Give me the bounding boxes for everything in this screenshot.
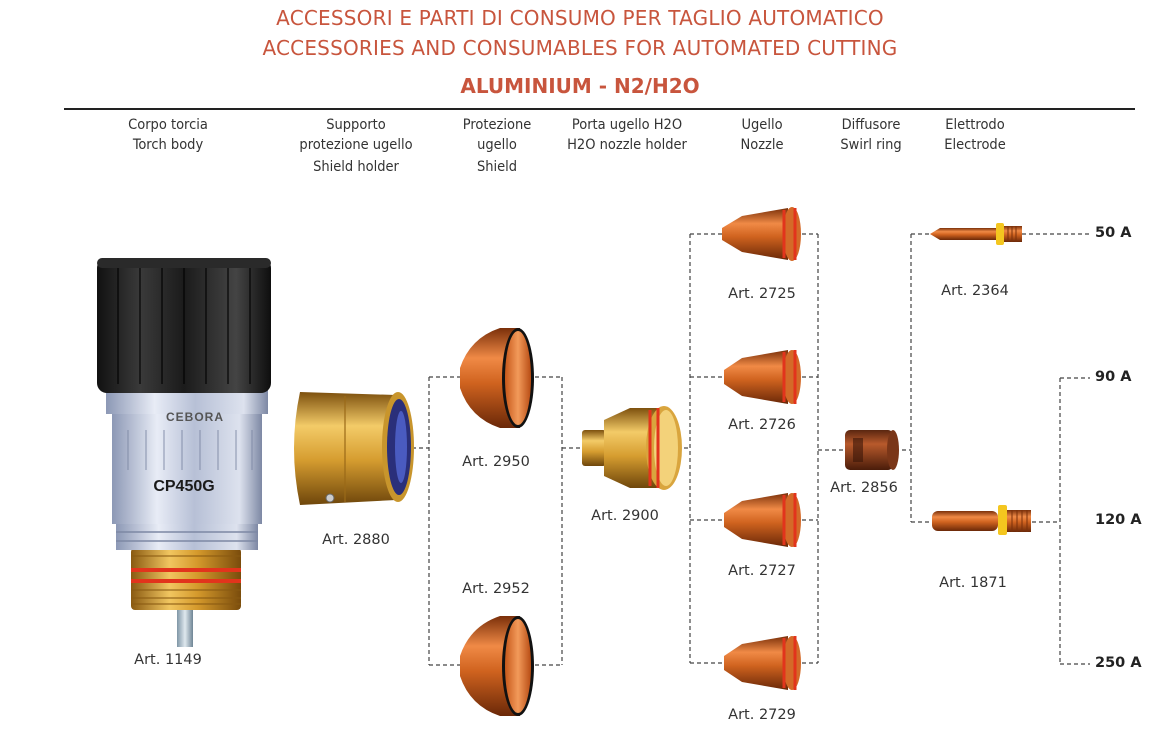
shield-illustration-a: [460, 328, 534, 428]
column-header-shield-holder: Supporto protezione ugello Shield holder: [281, 115, 431, 177]
current-label-90a: 90 A: [1095, 369, 1132, 385]
current-label-250a: 250 A: [1095, 655, 1142, 671]
part-label-torch-body: Art. 1149: [134, 652, 202, 668]
part-label-shield-b: Art. 2952: [462, 581, 530, 597]
column-header-swirl-ring: Diffusore Swirl ring: [825, 115, 917, 155]
column-label-it: Supporto protezione ugello: [299, 117, 413, 153]
part-label-shield-holder: Art. 2880: [322, 532, 390, 548]
part-label-nozzle-holder: Art. 2900: [591, 508, 659, 524]
column-label-en: Shield: [476, 159, 518, 175]
current-label-120a: 120 A: [1095, 512, 1142, 528]
nozzle-illustration-c: [724, 493, 801, 547]
nozzle-illustration-d: [724, 636, 801, 690]
column-label-it: Porta ugello H2O: [571, 117, 683, 133]
column-header-electrode: Elettrodo Electrode: [930, 115, 1020, 155]
part-label-nozzle-b: Art. 2726: [728, 417, 796, 433]
part-label-nozzle-a: Art. 2725: [728, 286, 796, 302]
column-label-it: Ugello: [741, 117, 783, 133]
subtitle: ALUMINIUM - N2/H2O: [460, 74, 700, 98]
column-label-it: Elettrodo: [945, 117, 1005, 133]
column-header-torch-body: Corpo torcia Torch body: [108, 115, 228, 155]
electrode-illustration-a: [930, 223, 1022, 245]
part-label-nozzle-c: Art. 2727: [728, 563, 796, 579]
torch-model-label: CP450G: [153, 478, 214, 495]
column-label-it: Diffusore: [841, 117, 901, 133]
shield-illustration-b: [460, 616, 534, 716]
column-label-en: Torch body: [132, 137, 204, 153]
column-header-nozzle-holder: Porta ugello H2O H2O nozzle holder: [552, 115, 702, 155]
column-label-en: Swirl ring: [840, 137, 902, 153]
part-label-electrode-a: Art. 2364: [941, 283, 1009, 299]
header-rule: [64, 108, 1135, 110]
column-label-it: Corpo torcia: [128, 117, 208, 133]
column-label-it: Protezione ugello: [462, 117, 532, 153]
column-label-en: H2O nozzle holder: [567, 137, 687, 153]
title-italian: ACCESSORI E PARTI DI CONSUMO PER TAGLIO …: [276, 6, 884, 30]
torch-body-illustration: CEBORA CP450G: [97, 258, 271, 647]
column-header-shield: Protezione ugello Shield: [451, 115, 543, 177]
part-label-nozzle-d: Art. 2729: [728, 707, 796, 723]
current-label-50a: 50 A: [1095, 225, 1132, 241]
connector-lines: [412, 233, 1090, 666]
shield-holder-illustration: [294, 392, 414, 505]
torch-brand-label: CEBORA: [166, 410, 224, 424]
column-label-en: Electrode: [944, 137, 1006, 153]
part-label-shield-a: Art. 2950: [462, 454, 530, 470]
part-label-electrode-b: Art. 1871: [939, 575, 1007, 591]
nozzle-illustration-b: [724, 350, 801, 404]
nozzle-holder-illustration: [582, 406, 682, 490]
nozzle-illustration-a: [722, 207, 801, 261]
column-label-en: Nozzle: [740, 137, 784, 153]
swirl-ring-illustration: [845, 430, 899, 470]
part-label-swirl-ring: Art. 2856: [830, 480, 898, 496]
title-english: ACCESSORIES AND CONSUMABLES FOR AUTOMATE…: [262, 36, 898, 60]
electrode-illustration-b: [932, 505, 1031, 535]
column-header-nozzle: Ugello Nozzle: [722, 115, 802, 155]
column-label-en: Shield holder: [313, 159, 399, 175]
